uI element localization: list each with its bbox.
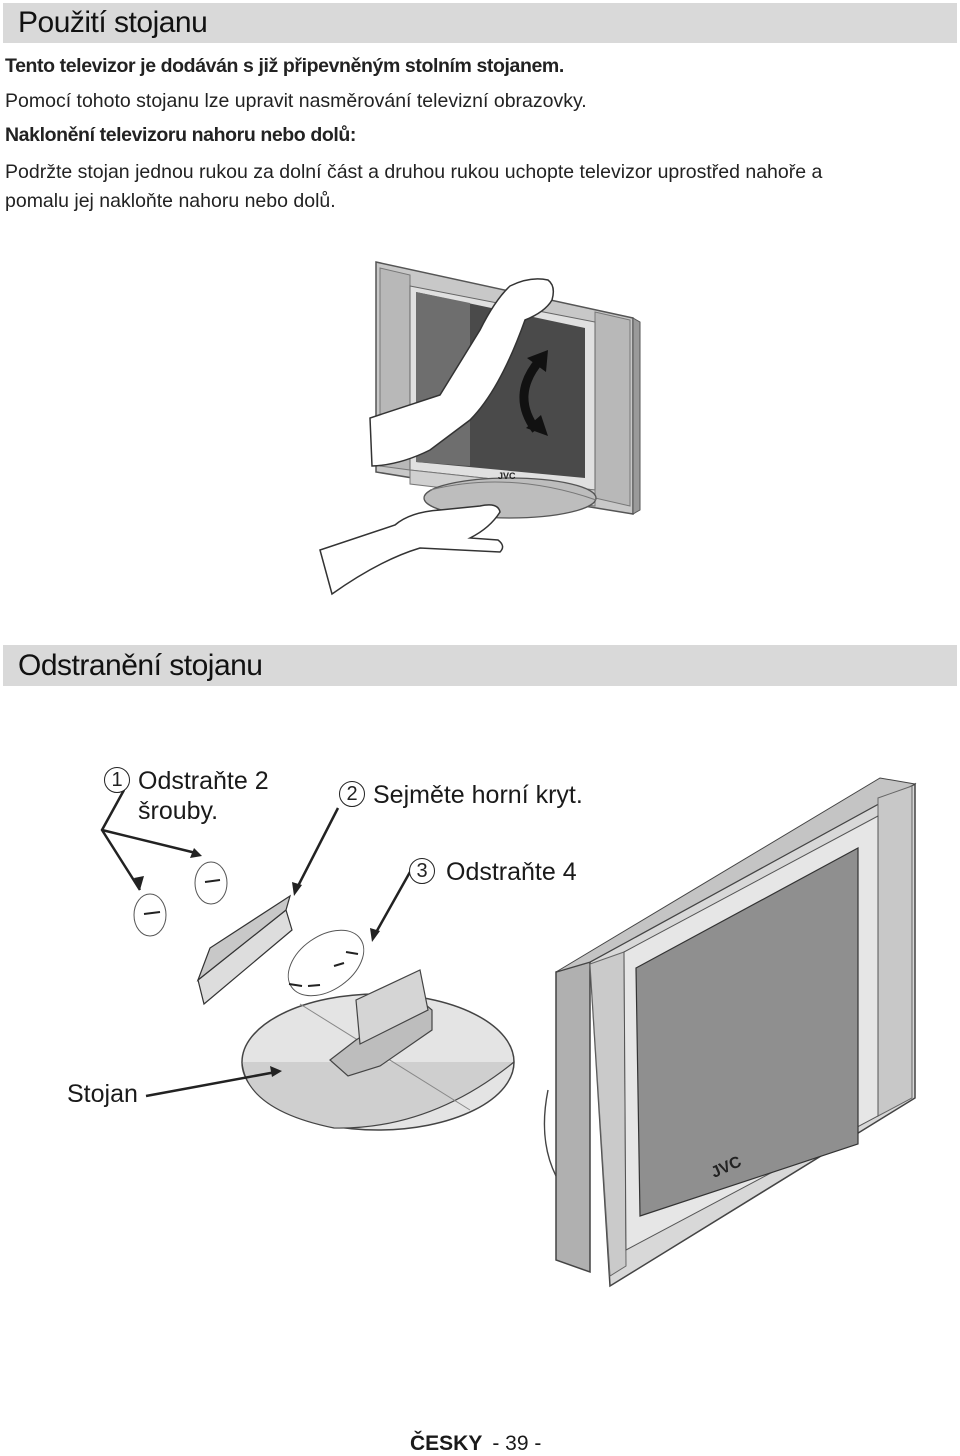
- bracket-cover-illustration: [196, 894, 293, 1006]
- tilt-subtitle: Naklonění televizoru nahoru nebo dolů:: [5, 124, 356, 146]
- screws-four-illustration: [287, 929, 365, 997]
- stand-base-illustration: [241, 969, 515, 1131]
- step-3-number: 3: [409, 858, 435, 884]
- step-2-number: 2: [339, 781, 365, 807]
- step-2-label: Sejměte horní kryt.: [373, 781, 583, 809]
- tv-side-illustration: [543, 777, 917, 1288]
- section-title-using-stand: Použití stojanu: [3, 3, 957, 43]
- step-1-label-line-1: Odstraňte 2: [138, 767, 269, 795]
- tv-brand-logo-top: JVC: [498, 471, 516, 481]
- section-title-removing-stand: Odstranění stojanu: [3, 645, 957, 686]
- page-footer: ČESKY - 39 -: [410, 1432, 541, 1456]
- footer-page-number: - 39 -: [492, 1432, 542, 1455]
- tilt-instructions-line-1: Podržte stojan jednou rukou za dolní čás…: [5, 161, 823, 183]
- step-1-label-line-2: šrouby.: [138, 797, 219, 825]
- footer-language: ČESKY: [410, 1432, 483, 1455]
- tv-front-illustration: [319, 261, 641, 596]
- intro-text: Pomocí tohoto stojanu lze upravit nasměr…: [5, 90, 587, 112]
- step-3-label: Odstraňte 4: [446, 858, 577, 886]
- stand-label: Stojan: [67, 1080, 138, 1108]
- tilt-instructions-line-2: pomalu jej nakloňte nahoru nebo dolů.: [5, 190, 336, 212]
- leader-arrows: [100, 789, 412, 1098]
- intro-bold-text: Tento televizor je dodáván s již připevn…: [5, 55, 564, 77]
- arrow-heads: [134, 848, 380, 1077]
- step-1-number: 1: [104, 767, 130, 793]
- screws-pair-illustration: [133, 861, 228, 937]
